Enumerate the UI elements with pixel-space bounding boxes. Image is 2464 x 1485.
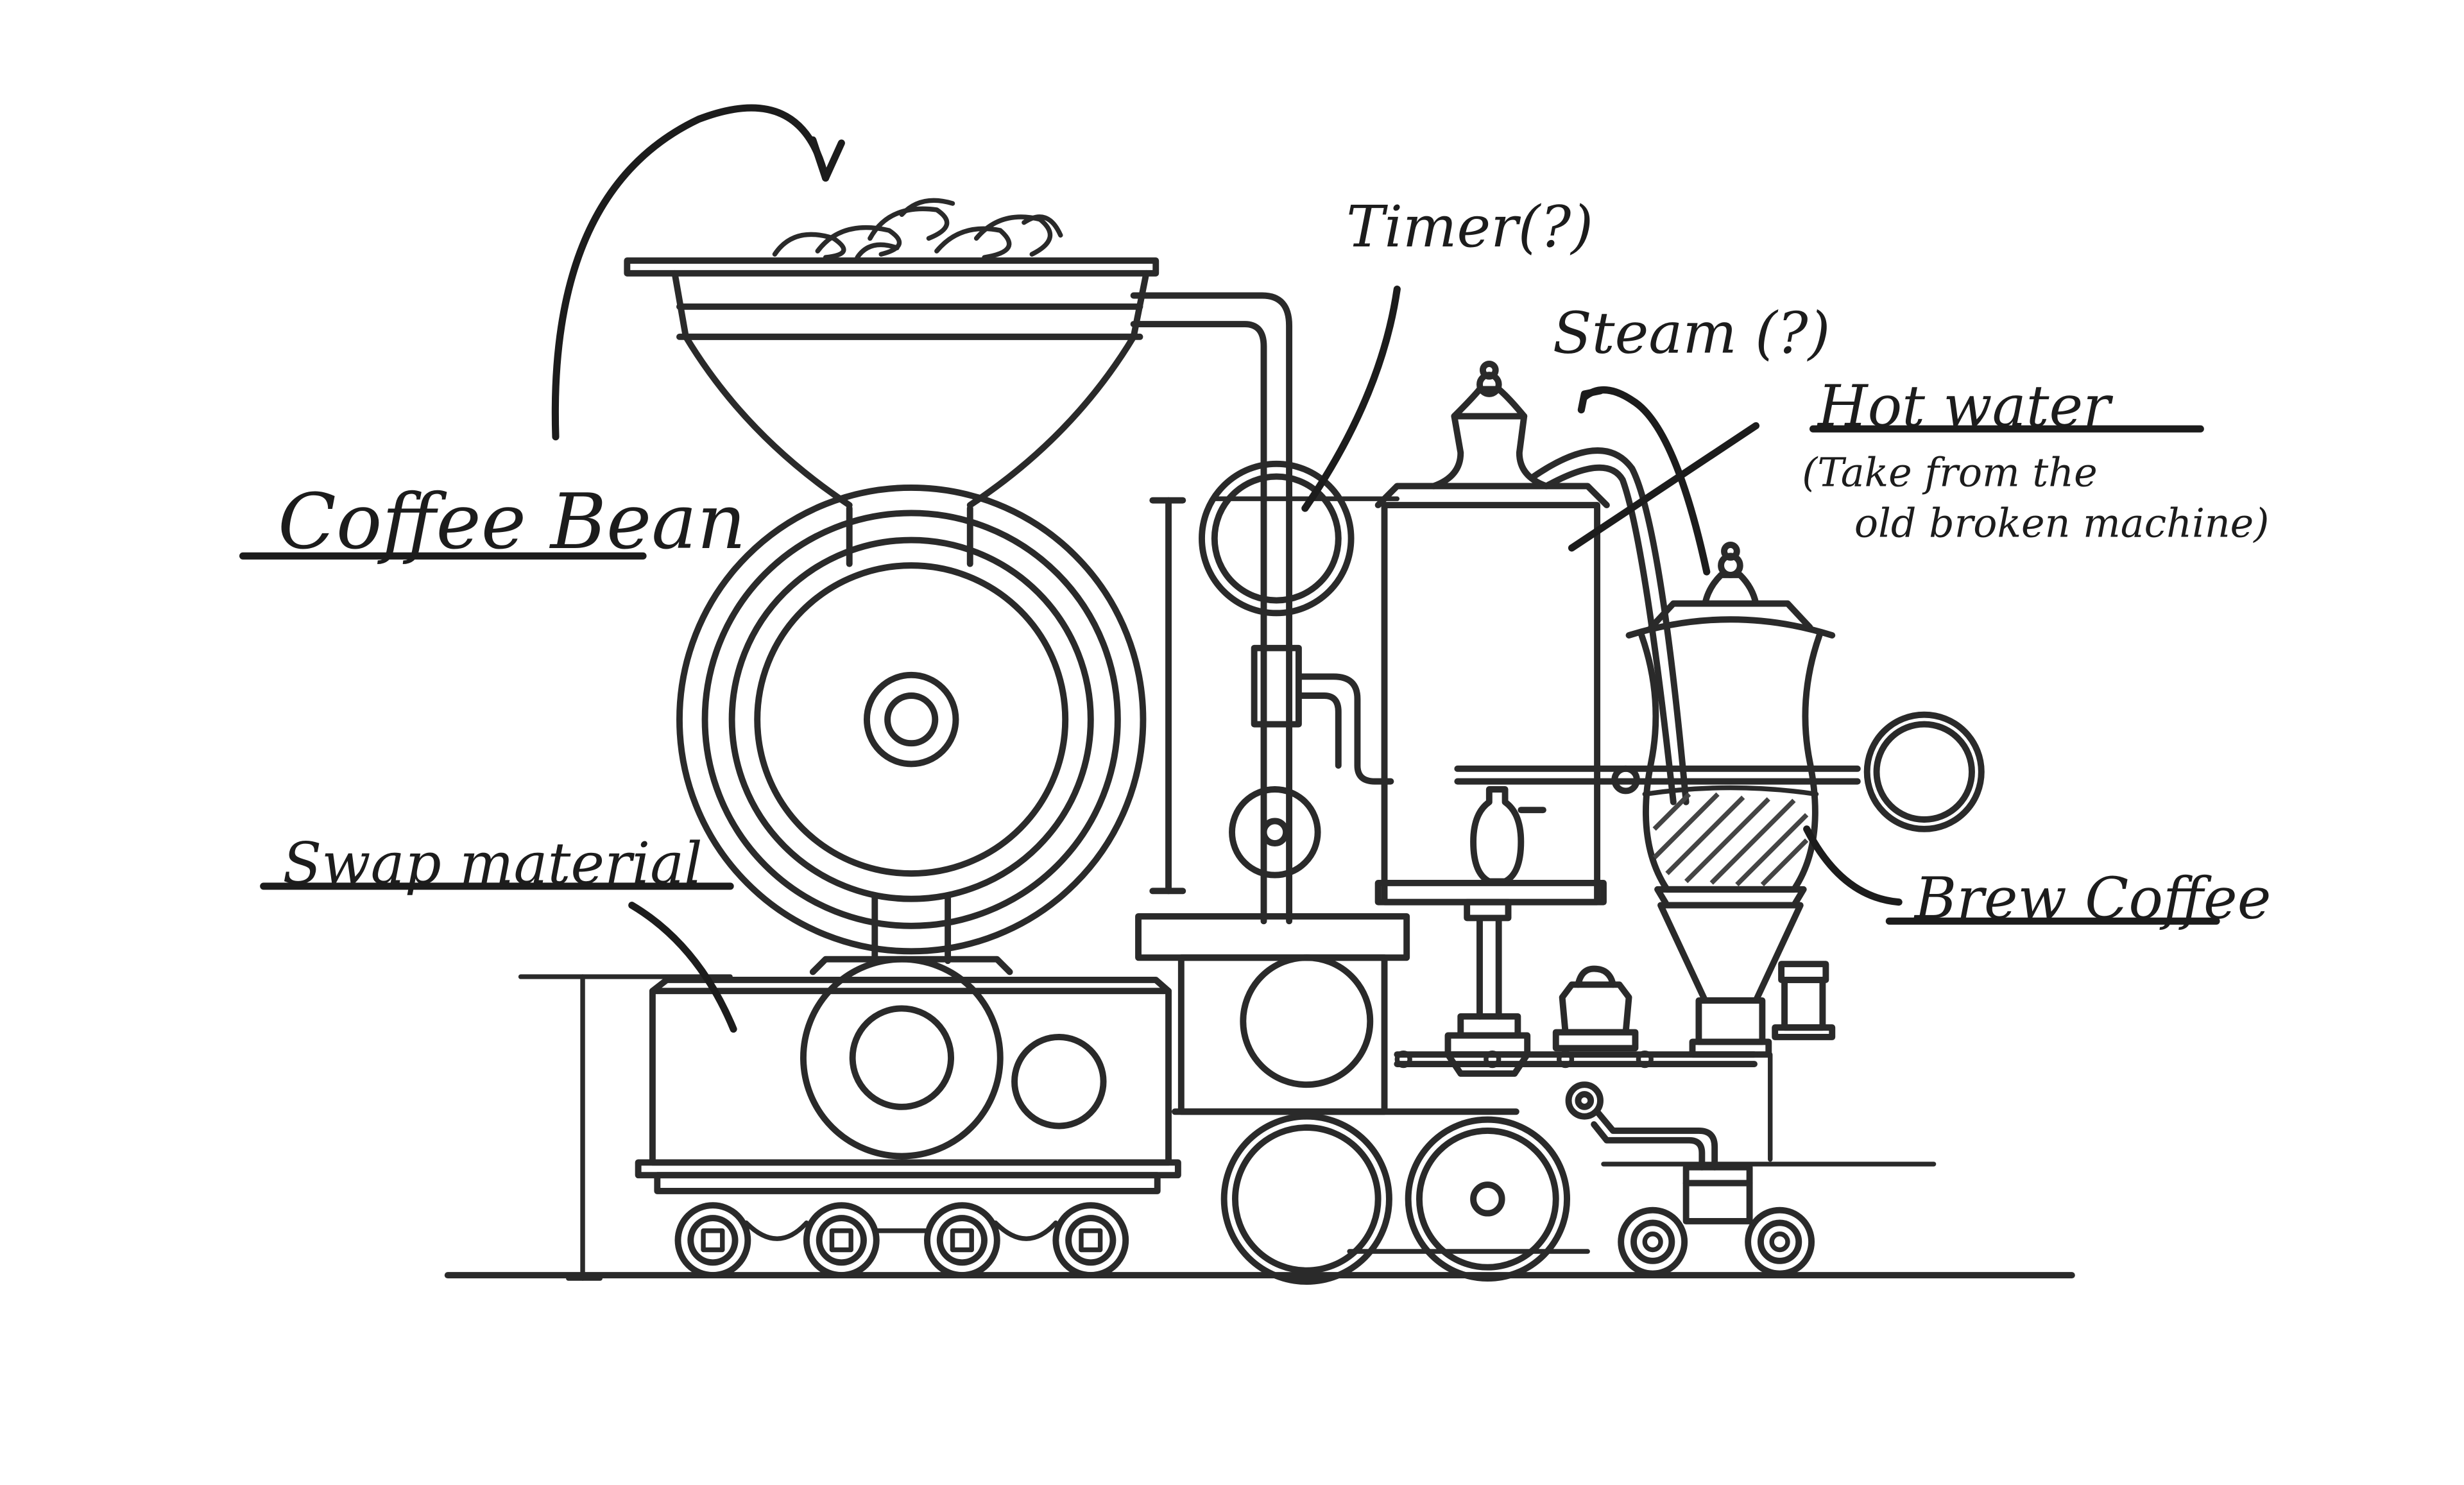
label-hot-water-note-2: old broken machine) <box>1854 501 2270 547</box>
brew-coffee-vessel <box>1625 542 1836 1058</box>
condiment-rail <box>1394 961 1836 1162</box>
brewer-side-gauge <box>1863 711 1985 832</box>
label-steam: Steam (?) <box>1553 300 1831 367</box>
drive-wheels <box>1220 1113 1590 1285</box>
timer-column <box>1149 460 1400 895</box>
boiler-cab <box>1135 913 1519 1115</box>
brew-coffee-leader <box>1803 825 1903 906</box>
timer-leader <box>1301 286 1401 512</box>
tank-faucet-stand <box>1444 765 1861 1077</box>
label-coffee-bean: Coffee Bean <box>278 478 746 567</box>
hot-water-leader <box>1568 422 1760 552</box>
car-wheels <box>674 1202 1129 1279</box>
label-timer: Timer(?) <box>1346 194 1593 261</box>
label-swap-material: Swap material <box>282 830 702 897</box>
steam-leader <box>1580 386 1711 576</box>
hopper-pipe <box>1130 292 1293 925</box>
tender <box>1565 1081 1937 1277</box>
grinder-wheel <box>676 484 1147 965</box>
coffee-beans <box>772 198 1063 260</box>
swap-material-car <box>635 956 1181 1194</box>
label-brew-coffee: Brew Coffee <box>1913 865 2272 932</box>
label-hot-water: Hot water <box>1817 373 2113 440</box>
brew-coffee-hatch <box>1652 792 1809 887</box>
hot-water-tank <box>1374 360 1610 906</box>
bean-arrow <box>551 104 830 441</box>
swap-dimension-line <box>518 974 733 1281</box>
steam-pipe <box>1530 447 1690 805</box>
label-hot-water-note-1: (Take from the <box>1802 449 2097 495</box>
coffee-bean-hopper <box>624 257 1159 509</box>
swap-material-leader <box>628 902 737 1033</box>
